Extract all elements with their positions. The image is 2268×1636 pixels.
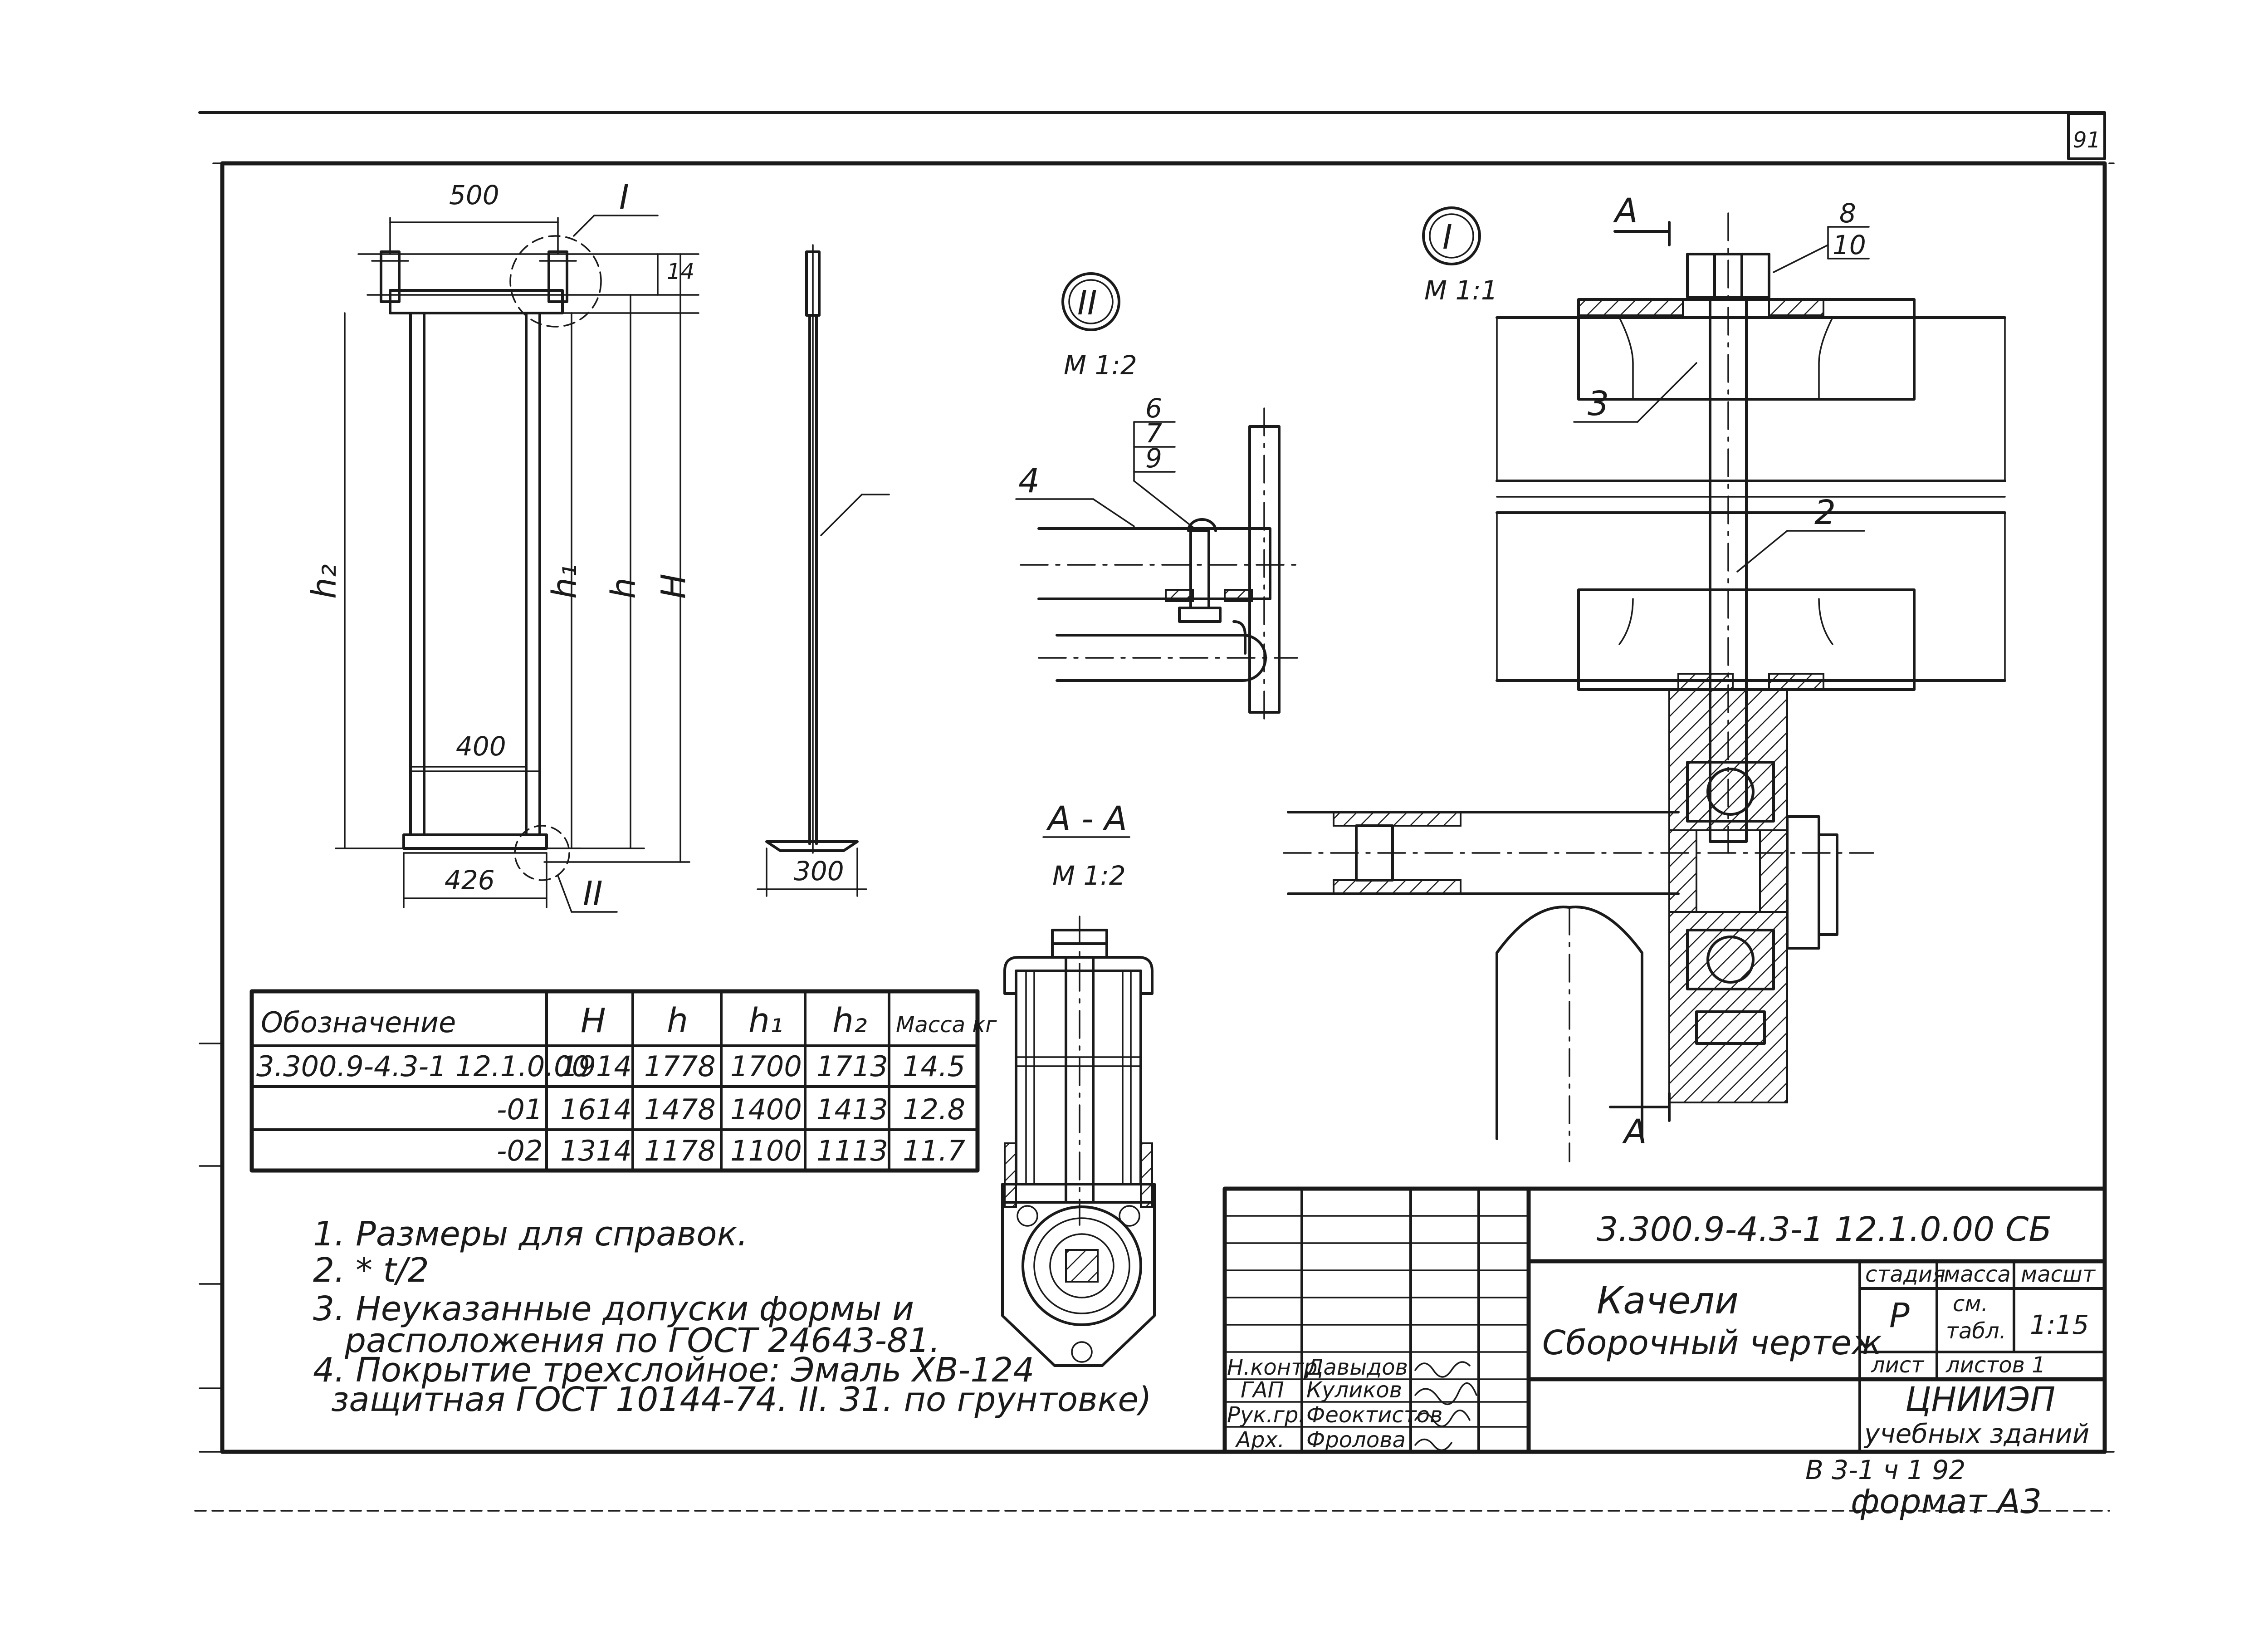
table-row-2-mass: 12.8 xyxy=(903,1093,965,1126)
table-row-3-h1: 1100 xyxy=(730,1134,802,1167)
table-row-3-H: 1314 xyxy=(560,1134,632,1167)
mass-value-2: табл. xyxy=(1946,1318,2006,1344)
section-a-a-title: А - А xyxy=(1046,799,1127,838)
signature-1 xyxy=(1414,1361,1471,1378)
name-1: Давыдов xyxy=(1305,1355,1408,1380)
detail-2-scale: М 1:2 xyxy=(1064,350,1137,381)
table-row-1-mass: 14.5 xyxy=(903,1050,965,1083)
table-row-1-H: 1914 xyxy=(560,1050,632,1083)
dim-h1-label: h₁ xyxy=(545,564,584,599)
detail-1-scale: М 1:1 xyxy=(1424,275,1498,306)
dim-top-small: 14 xyxy=(667,259,694,284)
overall-width-label: 500 xyxy=(449,180,499,211)
section-a-a: А - А М 1:2 xyxy=(1001,799,1156,1367)
col-stage-label: стадия xyxy=(1865,1262,1945,1287)
dim-400-label: 400 xyxy=(456,731,506,762)
table-row-1-designation: 3.300.9-4.3-1 12.1.0.00 xyxy=(256,1050,590,1083)
note-4: 4. Покрытие трехслойное: Эмаль ХВ-124 xyxy=(313,1351,1034,1390)
title-block: 3.300.9-4.3-1 12.1.0.00 СБ Качели Сбороч… xyxy=(1222,1186,2107,1454)
callout-detail-2: II xyxy=(583,874,603,913)
dim-426-label: 426 xyxy=(445,865,495,896)
note-3: 3. Неуказанные допуски формы и xyxy=(313,1289,914,1328)
signature-2 xyxy=(1414,1382,1477,1406)
table-row-2-h2: 1413 xyxy=(816,1093,888,1126)
role-4: Арх. xyxy=(1235,1427,1285,1453)
mass-value-1: см. xyxy=(1953,1291,1988,1317)
signature-3 xyxy=(1414,1409,1471,1427)
detail-2-pos-4: 4 xyxy=(1018,461,1040,500)
note-4-cont: защитная ГОСТ 10144-74. II. 31. по грунт… xyxy=(331,1380,1152,1419)
col-mass-label: масса xyxy=(1944,1262,2011,1287)
sheet-number: 91 xyxy=(2073,127,2101,153)
name-3: Феоктистов xyxy=(1306,1402,1442,1428)
detail-2-pos-9: 9 xyxy=(1145,443,1162,474)
spec-table: Обозначение H h h₁ h₂ Масса кг 3.300.9-4… xyxy=(249,989,997,1173)
document-code: 3.300.9-4.3-1 12.1.0.00 СБ xyxy=(1597,1210,2052,1249)
side-view: 300 xyxy=(757,244,890,897)
scale-value: 1:15 xyxy=(2030,1309,2089,1340)
table-row-2-h1: 1400 xyxy=(730,1093,802,1126)
dim-h2-label: h₂ xyxy=(305,564,344,599)
section-a-a-scale: М 1:2 xyxy=(1052,860,1126,891)
detail-1-pos-2: 2 xyxy=(1814,493,1836,532)
org-line-2: учебных зданий xyxy=(1863,1418,2089,1449)
issue-mark: В 3-1 ч 1 92 xyxy=(1805,1455,1965,1485)
table-header-designation: Обозначение xyxy=(261,1006,456,1039)
detail-2-mark: II xyxy=(1077,284,1097,323)
dim-H-label: H xyxy=(654,573,693,599)
role-3: Рук.гр. xyxy=(1227,1402,1305,1428)
table-row-1-h2: 1713 xyxy=(816,1050,888,1083)
format-label: формат А3 xyxy=(1851,1482,2042,1521)
table-row-1-h1: 1700 xyxy=(730,1050,802,1083)
detail-1-pos-3: 3 xyxy=(1588,384,1609,423)
col-scale-label: масшт xyxy=(2021,1262,2096,1287)
drawing-title-1: Качели xyxy=(1597,1279,1739,1323)
name-2: Куликов xyxy=(1306,1377,1402,1403)
name-4: Фролова xyxy=(1306,1427,1406,1453)
detail-1: I М 1:1 А 8 10 3 xyxy=(1283,191,2006,1162)
org-line-1: ЦНИИЭП xyxy=(1905,1380,2055,1419)
table-row-3-designation: -02 xyxy=(497,1134,543,1167)
detail-1-cut-letter-bottom: А xyxy=(1622,1112,1647,1151)
note-2: 2. * t/2 xyxy=(313,1251,429,1290)
table-header-h2: h₂ xyxy=(832,1001,867,1040)
table-row-2-h: 1478 xyxy=(644,1093,716,1126)
table-row-3-h: 1178 xyxy=(644,1134,716,1167)
sheets-label: листов 1 xyxy=(1945,1352,2046,1378)
detail-1-cut-letter-top: А xyxy=(1613,191,1638,230)
detail-2-pos-7: 7 xyxy=(1145,418,1162,449)
detail-2-pos-6: 6 xyxy=(1145,393,1162,424)
role-1: Н.контр. xyxy=(1227,1355,1325,1380)
detail-1-pos-10: 10 xyxy=(1833,230,1866,260)
notes: 1. Размеры для справок. 2. * t/2 3. Неук… xyxy=(313,1215,1152,1419)
table-header-h1: h₁ xyxy=(748,1001,783,1040)
detail-2: II М 1:2 4 6 7 9 xyxy=(1015,272,1298,727)
dim-h-label: h xyxy=(604,578,643,599)
table-row-2-H: 1614 xyxy=(560,1093,632,1126)
role-2: ГАП xyxy=(1241,1377,1284,1403)
detail-1-pos-8: 8 xyxy=(1839,198,1856,229)
table-header-mass: Масса кг xyxy=(896,1012,997,1038)
table-row-2-designation: -01 xyxy=(497,1093,543,1126)
table-row-3-h2: 1113 xyxy=(816,1134,888,1167)
signature-4 xyxy=(1414,1438,1452,1451)
sheet-label: лист xyxy=(1871,1352,1925,1378)
dim-300-label: 300 xyxy=(794,856,844,887)
table-header-H: H xyxy=(581,1001,606,1040)
callout-detail-1: I xyxy=(619,178,629,217)
table-header-h: h xyxy=(667,1001,688,1040)
drawing-title-2: Сборочный чертеж xyxy=(1542,1323,1882,1362)
front-view: 500 I h₂ h₁ h H 14 400 426 II xyxy=(305,178,699,913)
stage-value: Р xyxy=(1889,1296,1910,1335)
note-3-cont: расположения по ГОСТ 24643-81. xyxy=(344,1321,940,1360)
note-1: 1. Размеры для справок. xyxy=(313,1215,748,1254)
detail-1-mark: I xyxy=(1442,218,1452,257)
sheet-frame: 91 xyxy=(194,111,2115,1512)
table-row-1-h: 1778 xyxy=(644,1050,716,1083)
table-row-3-mass: 11.7 xyxy=(903,1134,965,1167)
